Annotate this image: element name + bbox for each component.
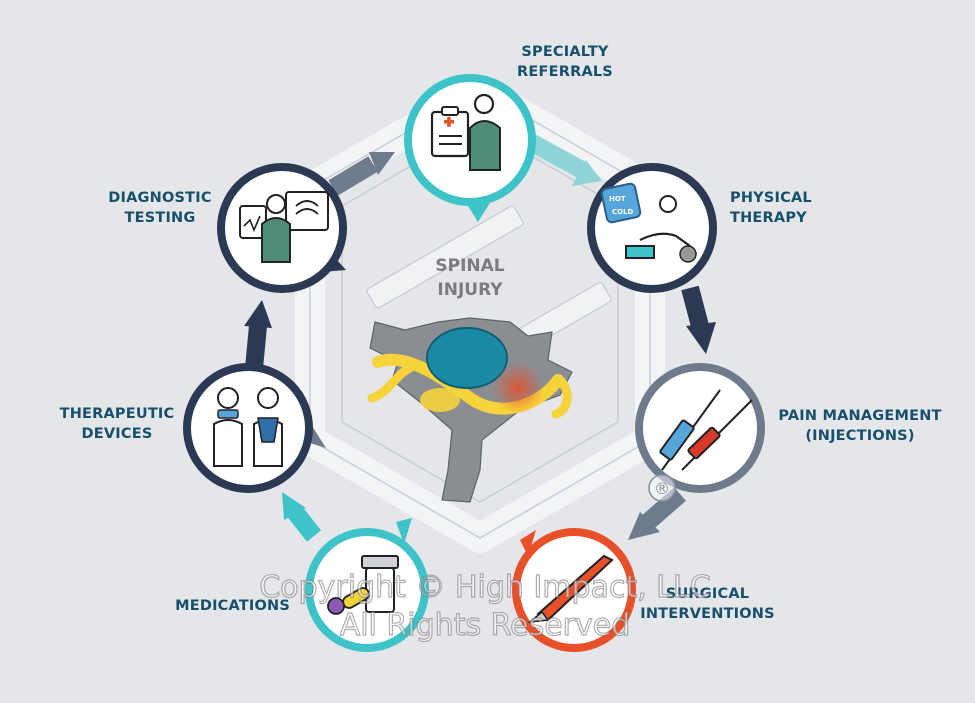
node-therapeutic-devices: [183, 363, 313, 493]
node-physical-therapy: HOT COLD: [587, 163, 717, 293]
label-diagnostic-testing: DIAGNOSTIC TESTING: [108, 190, 212, 226]
node-medications: [305, 528, 429, 652]
center-title-line1: SPINAL: [435, 256, 505, 276]
label-surgical-interventions: SURGICAL INTERVENTIONS: [640, 586, 775, 622]
arrow-head-meds-to-devices: [282, 492, 306, 520]
pill-bottle-icon: [327, 555, 399, 615]
node-specialty-referrals: [404, 74, 536, 206]
scalpel-icon: [527, 554, 614, 624]
hot-cold-pack-icon: HOT COLD: [600, 182, 697, 263]
node-diagnostic-testing: [217, 163, 347, 293]
arrow-head-therapy-to-pain: [686, 322, 716, 354]
hot-label: HOT: [609, 195, 626, 203]
label-medications: MEDICATIONS: [175, 598, 290, 614]
neck-brace-figures-icon: [213, 387, 283, 467]
cycle-arrows: [244, 132, 716, 542]
node-pain-management: [635, 363, 765, 493]
xray-doctor-icon: [239, 191, 329, 263]
cold-label: COLD: [612, 208, 634, 216]
node-surgical-interventions: [512, 528, 636, 652]
arrow-head-pain-to-surgical: [628, 512, 660, 540]
label-specialty-referrals: SPECIALTY REFERRALS: [517, 44, 613, 80]
clipboard-doctor-icon: [430, 93, 501, 171]
syringe-icon: [659, 389, 753, 471]
registered-mark: ®: [648, 474, 676, 502]
label-therapeutic-devices: THERAPEUTIC DEVICES: [59, 406, 175, 442]
label-physical-therapy: PHYSICAL THERAPY: [730, 190, 812, 226]
arrow-head-referrals-to-therapy: [572, 160, 602, 186]
center-title: SPINAL INJURY: [405, 254, 535, 302]
center-title-line2: INJURY: [437, 280, 503, 300]
svg-text:®: ®: [654, 479, 670, 498]
arrow-head-devices-to-testing: [244, 300, 272, 328]
label-pain-management: PAIN MANAGEMENT (INJECTIONS): [778, 408, 942, 444]
arrow-head-testing-to-referrals: [369, 152, 395, 175]
spine-vertebra-illustration: [367, 317, 573, 503]
